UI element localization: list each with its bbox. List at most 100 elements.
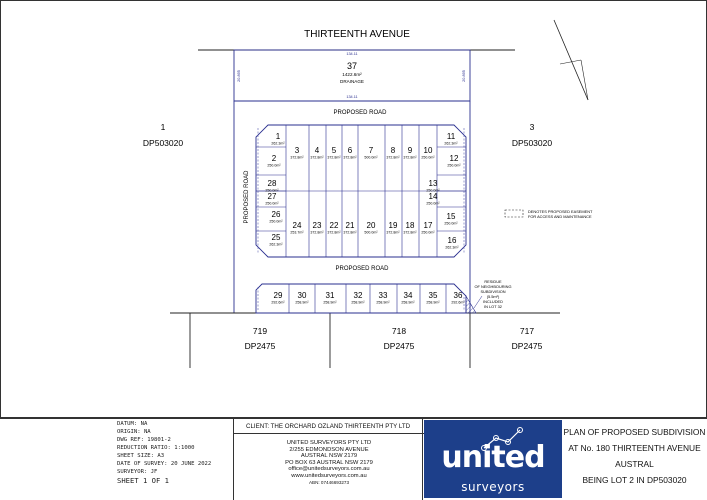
lot-14-number: 14: [429, 192, 438, 201]
lot-19-number: 19: [389, 221, 398, 230]
svg-text:719: 719: [253, 326, 267, 336]
plan-title-line-4: BEING LOT 2 IN DP503020: [582, 475, 687, 485]
neighbour-lot-1: 1 DP503020: [143, 122, 183, 148]
residue-note-line: SUBDIVISION: [480, 289, 505, 294]
address-line-2: AUSTRAL NSW 2179: [300, 453, 358, 460]
lot-30-number: 30: [298, 291, 307, 300]
title-block-top-rule: [0, 418, 707, 419]
lot-lines: [256, 125, 466, 313]
united-surveyors-logo: united surveyors: [424, 420, 562, 498]
email-text: office@unitedsurveyors.com.au: [288, 466, 370, 473]
lot-2-area: 250.0m²: [267, 164, 281, 168]
lot-33-number: 33: [379, 291, 388, 300]
lot-27-number: 27: [268, 192, 277, 201]
svg-text:718: 718: [392, 326, 406, 336]
svg-text:DP503020: DP503020: [512, 138, 552, 148]
sheet-count-text: SHEET 1 OF 1: [117, 476, 169, 485]
reduction-ratio-text: REDUCTION RATIO: 1:1000: [117, 445, 195, 451]
lot-1-number: 1: [276, 132, 281, 141]
lot-30-area: 258.9m²: [295, 301, 309, 305]
lot-31-area: 258.9m²: [323, 301, 337, 305]
lot-10-number: 10: [424, 146, 433, 155]
residue-note-line: OF NEIGHBOURING: [475, 284, 512, 289]
company-name: UNITED SURVEYORS PTY LTD: [286, 440, 372, 446]
svg-text:DP2475: DP2475: [384, 341, 415, 351]
lot-4-area: 372.8m²: [310, 156, 324, 160]
lot-16-number: 16: [448, 236, 457, 245]
subdivision-plan: THIRTEENTH AVENUE 37 1422.6m² DRAINAGE 1…: [0, 0, 707, 418]
surveyor-text: SURVEYOR: JF: [117, 469, 158, 475]
lot-21-number: 21: [346, 221, 355, 230]
lot-1-area: 262.3m²: [271, 142, 285, 146]
lot-34-area: 258.9m²: [401, 301, 415, 305]
lot-12-number: 12: [450, 154, 459, 163]
plan-title-line-1: PLAN OF PROPOSED SUBDIVISION: [563, 427, 706, 437]
client-name: CLIENT: THE ORCHARD OZLAND THIRTEENTH PT…: [234, 420, 424, 434]
lot-16-area: 262.3m²: [445, 246, 459, 250]
lot-35-area: 258.9m²: [426, 301, 440, 305]
central-block-outline: [255, 124, 467, 258]
lot-5-area: 372.8m²: [327, 156, 341, 160]
drainage-left-dimension: 20.895: [237, 70, 241, 82]
plan-title-line-3: AUSTRAL: [615, 459, 654, 469]
svg-text:717: 717: [520, 326, 534, 336]
residue-note-line: RESIDUE: [484, 279, 502, 284]
legend-easement-icon: [504, 209, 524, 218]
lot-5-number: 5: [332, 146, 337, 155]
legend-line-2: FOR ACCESS AND MAINTENANCE: [528, 214, 592, 219]
lot-23-area: 372.8m²: [310, 231, 324, 235]
lot-3-area: 372.8m²: [290, 156, 304, 160]
residue-leader: [473, 295, 483, 309]
svg-text:3: 3: [530, 122, 535, 132]
lot-26-area: 250.0m²: [269, 220, 283, 224]
residue-hatch: [465, 294, 477, 314]
neighbour-lot-718: 718 DP2475: [384, 326, 415, 351]
datum-text: DATUM: NA: [117, 421, 148, 427]
lot-29-area: 292.6m²: [271, 301, 285, 305]
dwg-ref-text: DWG REF: 19801-2: [117, 437, 171, 443]
survey-date-text: DATE OF SURVEY: 20 JUNE 2022: [117, 461, 212, 467]
lot-34-number: 34: [404, 291, 413, 300]
lot-labels: 1262.3m²2250.0m²3372.8m²4372.8m²5372.8m²…: [265, 132, 465, 305]
neighbour-lot-3: 3 DP503020: [512, 122, 552, 148]
proposed-road-top-label: PROPOSED ROAD: [333, 110, 387, 116]
lot-25-number: 25: [272, 233, 281, 242]
lot-25-area: 262.3m²: [269, 243, 283, 247]
residue-note-line: INCLUDED: [483, 299, 503, 304]
lot-22-area: 372.8m²: [327, 231, 341, 235]
thirteenth-avenue-label: THIRTEENTH AVENUE: [304, 29, 410, 40]
lot-9-area: 372.8m²: [403, 156, 417, 160]
lot-24-number: 24: [293, 221, 302, 230]
lot-23-number: 23: [313, 221, 322, 230]
logo-word-united: united: [441, 440, 545, 475]
lot-28-number: 28: [268, 179, 277, 188]
lot-15-area: 250.0m²: [444, 222, 458, 226]
lot-14-area: 250.0m²: [426, 202, 440, 206]
lot-18-number: 18: [406, 221, 415, 230]
lot-8-number: 8: [391, 146, 396, 155]
lot-37-number: 37: [347, 61, 357, 71]
survey-info: DATUM: NA ORIGIN: NA DWG REF: 19801-2 RE…: [117, 420, 235, 498]
lot-27-area: 250.0m²: [265, 202, 279, 206]
website-text: www.unitedsurveyors.com.au: [291, 472, 367, 479]
proposed-road-left-label: PROPOSED ROAD: [244, 170, 250, 224]
lot-13-number: 13: [429, 179, 438, 188]
legend-line-1: DENOTES PROPOSED EASEMENT: [528, 209, 593, 214]
proposed-road-mid-label: PROPOSED ROAD: [335, 266, 389, 272]
lot-10-area: 250.0m²: [421, 156, 435, 160]
lot-37-area: 1422.6m²: [342, 72, 362, 77]
origin-text: ORIGIN: NA: [117, 429, 151, 435]
lot-36-area: 292.6m²: [451, 301, 465, 305]
svg-text:DP2475: DP2475: [512, 341, 543, 351]
lot-13-area: 250.0m²: [426, 189, 440, 193]
lot-18-area: 372.8m²: [403, 231, 417, 235]
plan-title: PLAN OF PROPOSED SUBDIVISION AT No. 180 …: [562, 424, 707, 496]
lot-4-number: 4: [315, 146, 320, 155]
lot-2-number: 2: [272, 154, 277, 163]
plan-title-line-2: AT No. 180 THIRTEENTH AVENUE: [568, 443, 701, 453]
lot-26-number: 26: [272, 210, 281, 219]
lot-32-area: 258.9m²: [351, 301, 365, 305]
po-box: PO BOX 63 AUSTRAL NSW 2179: [285, 459, 373, 466]
address-line-1: 2/255 EDMONDSON AVENUE: [289, 446, 369, 453]
